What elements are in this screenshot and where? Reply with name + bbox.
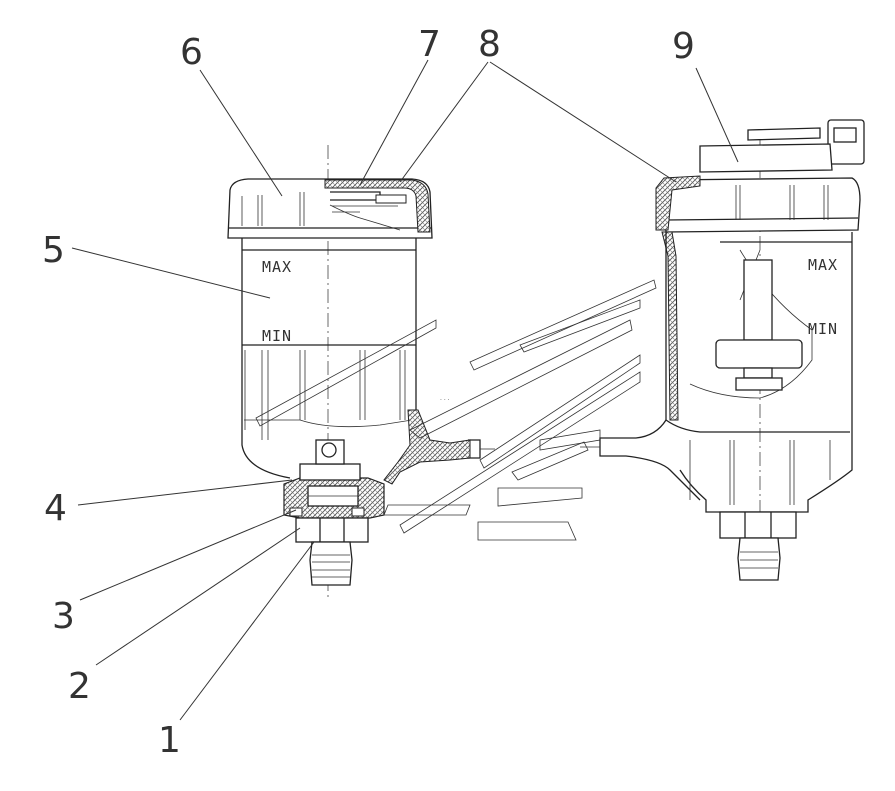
callout-5: 5 [42, 230, 65, 271]
callout-4: 4 [44, 488, 67, 529]
left-outlet [283, 409, 495, 586]
callout-7: 7 [418, 24, 441, 65]
mounting-bracket: · · · [255, 279, 657, 541]
left-body: MAX MIN [241, 238, 417, 479]
callout-6: 6 [180, 32, 203, 73]
callout-8: 8 [478, 24, 501, 65]
callout-9: 9 [672, 26, 695, 67]
right-max-mark: MAX [808, 256, 838, 274]
left-reservoir: MAX MIN [227, 145, 495, 600]
leader-lines [71, 59, 739, 721]
left-min-mark: MIN [262, 327, 292, 345]
callout-numbers: 6 7 8 9 5 4 3 2 1 [42, 24, 695, 761]
callout-3: 3 [52, 596, 75, 637]
right-min-mark: MIN [808, 320, 838, 338]
right-reservoir: MAX MIN [580, 119, 865, 581]
callout-2: 2 [68, 666, 91, 707]
left-cap [227, 178, 433, 239]
bracket-small-text: · · · [440, 397, 450, 404]
left-max-mark: MAX [262, 258, 292, 276]
callout-1: 1 [158, 720, 181, 761]
